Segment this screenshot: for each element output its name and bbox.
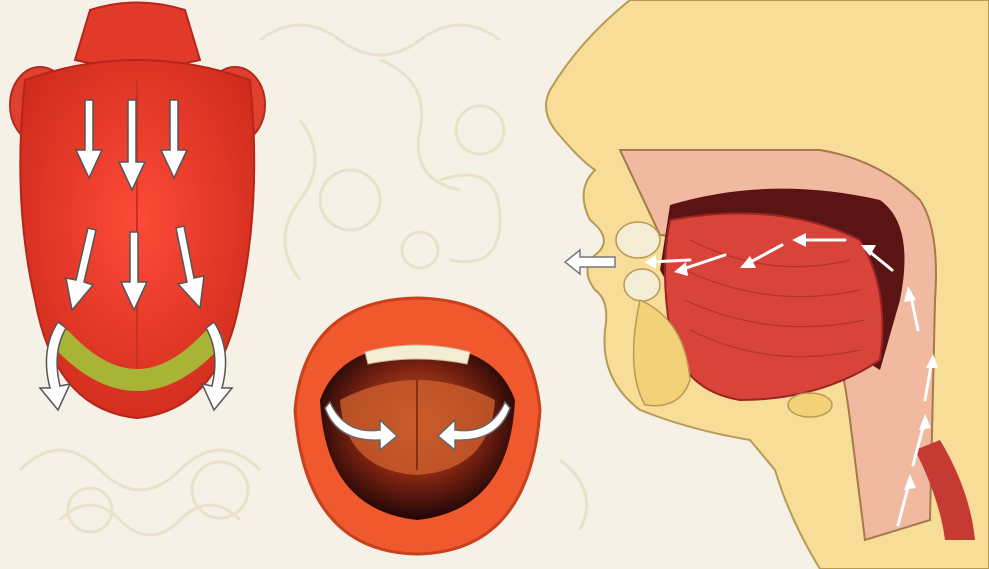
hyoid-bone [788, 393, 832, 417]
tongue-root [75, 3, 200, 68]
mouth-svg [285, 290, 550, 560]
lower-teeth-side [624, 269, 660, 301]
head-sagittal-section [520, 0, 989, 569]
upper-teeth-side [616, 222, 660, 258]
tongue-svg [0, 0, 275, 430]
open-mouth-front-view [285, 290, 550, 560]
tongue-top-view [0, 0, 275, 430]
head-svg [520, 0, 989, 569]
tongue-muscle [665, 213, 883, 400]
